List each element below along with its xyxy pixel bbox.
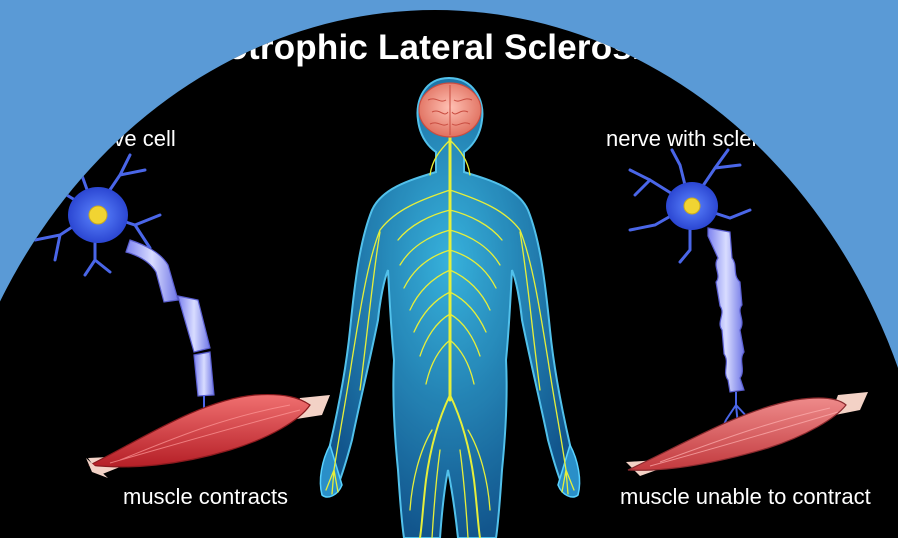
brain bbox=[419, 83, 481, 137]
damaged-neuron bbox=[630, 150, 758, 434]
normal-muscle bbox=[86, 395, 330, 478]
label-muscle-unable: muscle unable to contract bbox=[620, 484, 871, 510]
normal-neuron bbox=[30, 150, 226, 438]
label-normal-nerve-cell: mal nerve cell bbox=[40, 126, 176, 152]
label-nerve-with-sclerosis: nerve with sclerosis bbox=[606, 126, 798, 152]
weak-muscle bbox=[626, 392, 868, 476]
label-muscle-contracts: muscle contracts bbox=[123, 484, 288, 510]
diagram-title: Amyotrophic Lateral Sclerosis ( bbox=[150, 28, 683, 68]
